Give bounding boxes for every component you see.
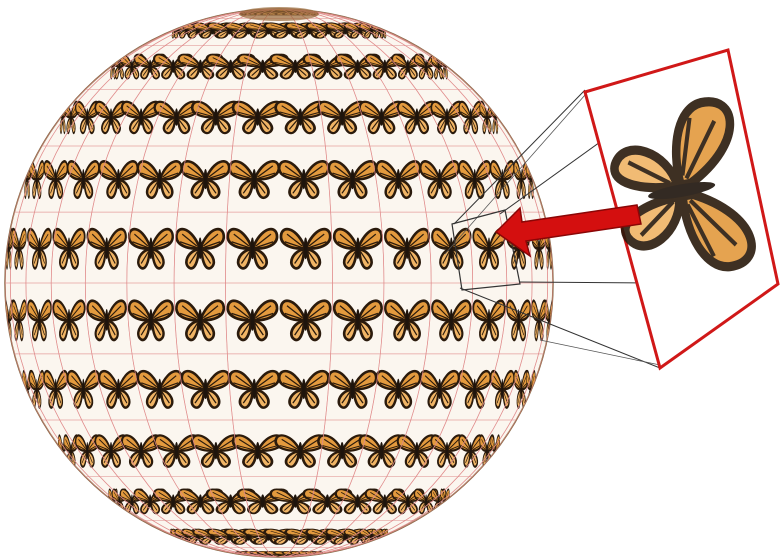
sphere-model bbox=[4, 7, 554, 559]
sphere-pole bbox=[239, 7, 319, 21]
